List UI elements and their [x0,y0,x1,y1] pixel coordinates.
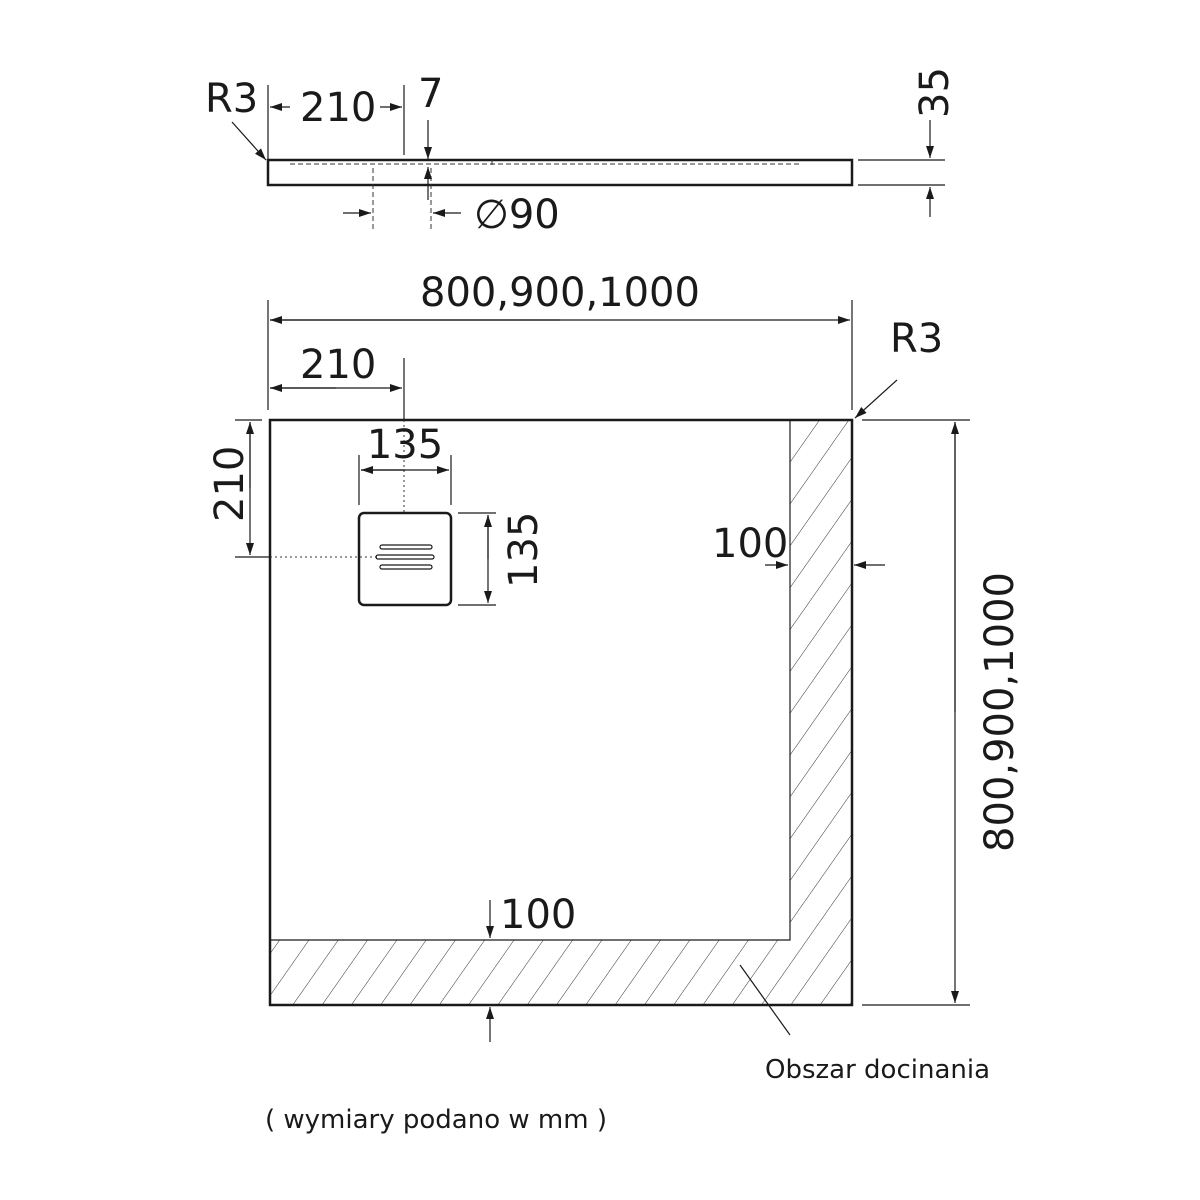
drain-offset-x-label: 210 [300,342,376,388]
side-height-label: 35 [912,67,958,118]
drain-height-label: 135 [501,512,547,588]
top-view: 800,900,1000 R3 210 210 135 135 1 [207,270,1023,1085]
trim-right-label: 100 [712,521,788,567]
side-drain-diameter-label: ∅90 [474,192,560,238]
drain-width-label: 135 [367,422,443,468]
side-drain-offset-label: 210 [300,85,376,131]
side-view: 210 R3 7 ∅90 35 [205,67,958,238]
corner-radius-label: R3 [890,316,943,362]
trim-area-label: Obszar docinania [765,1055,990,1085]
width-label: 800,900,1000 [420,270,700,316]
side-depth-label: 7 [418,71,443,117]
drain-grate-icon [357,511,453,607]
tray-outline [268,418,854,1007]
length-label: 800,900,1000 [977,572,1023,852]
trim-area-hatch [270,420,852,1005]
side-radius-label: R3 [205,76,258,122]
drain-offset-y-label: 210 [207,446,253,522]
tray-profile [266,158,854,187]
trim-bottom-label: 100 [500,892,576,938]
units-note: ( wymiary podano w mm ) [265,1105,607,1135]
